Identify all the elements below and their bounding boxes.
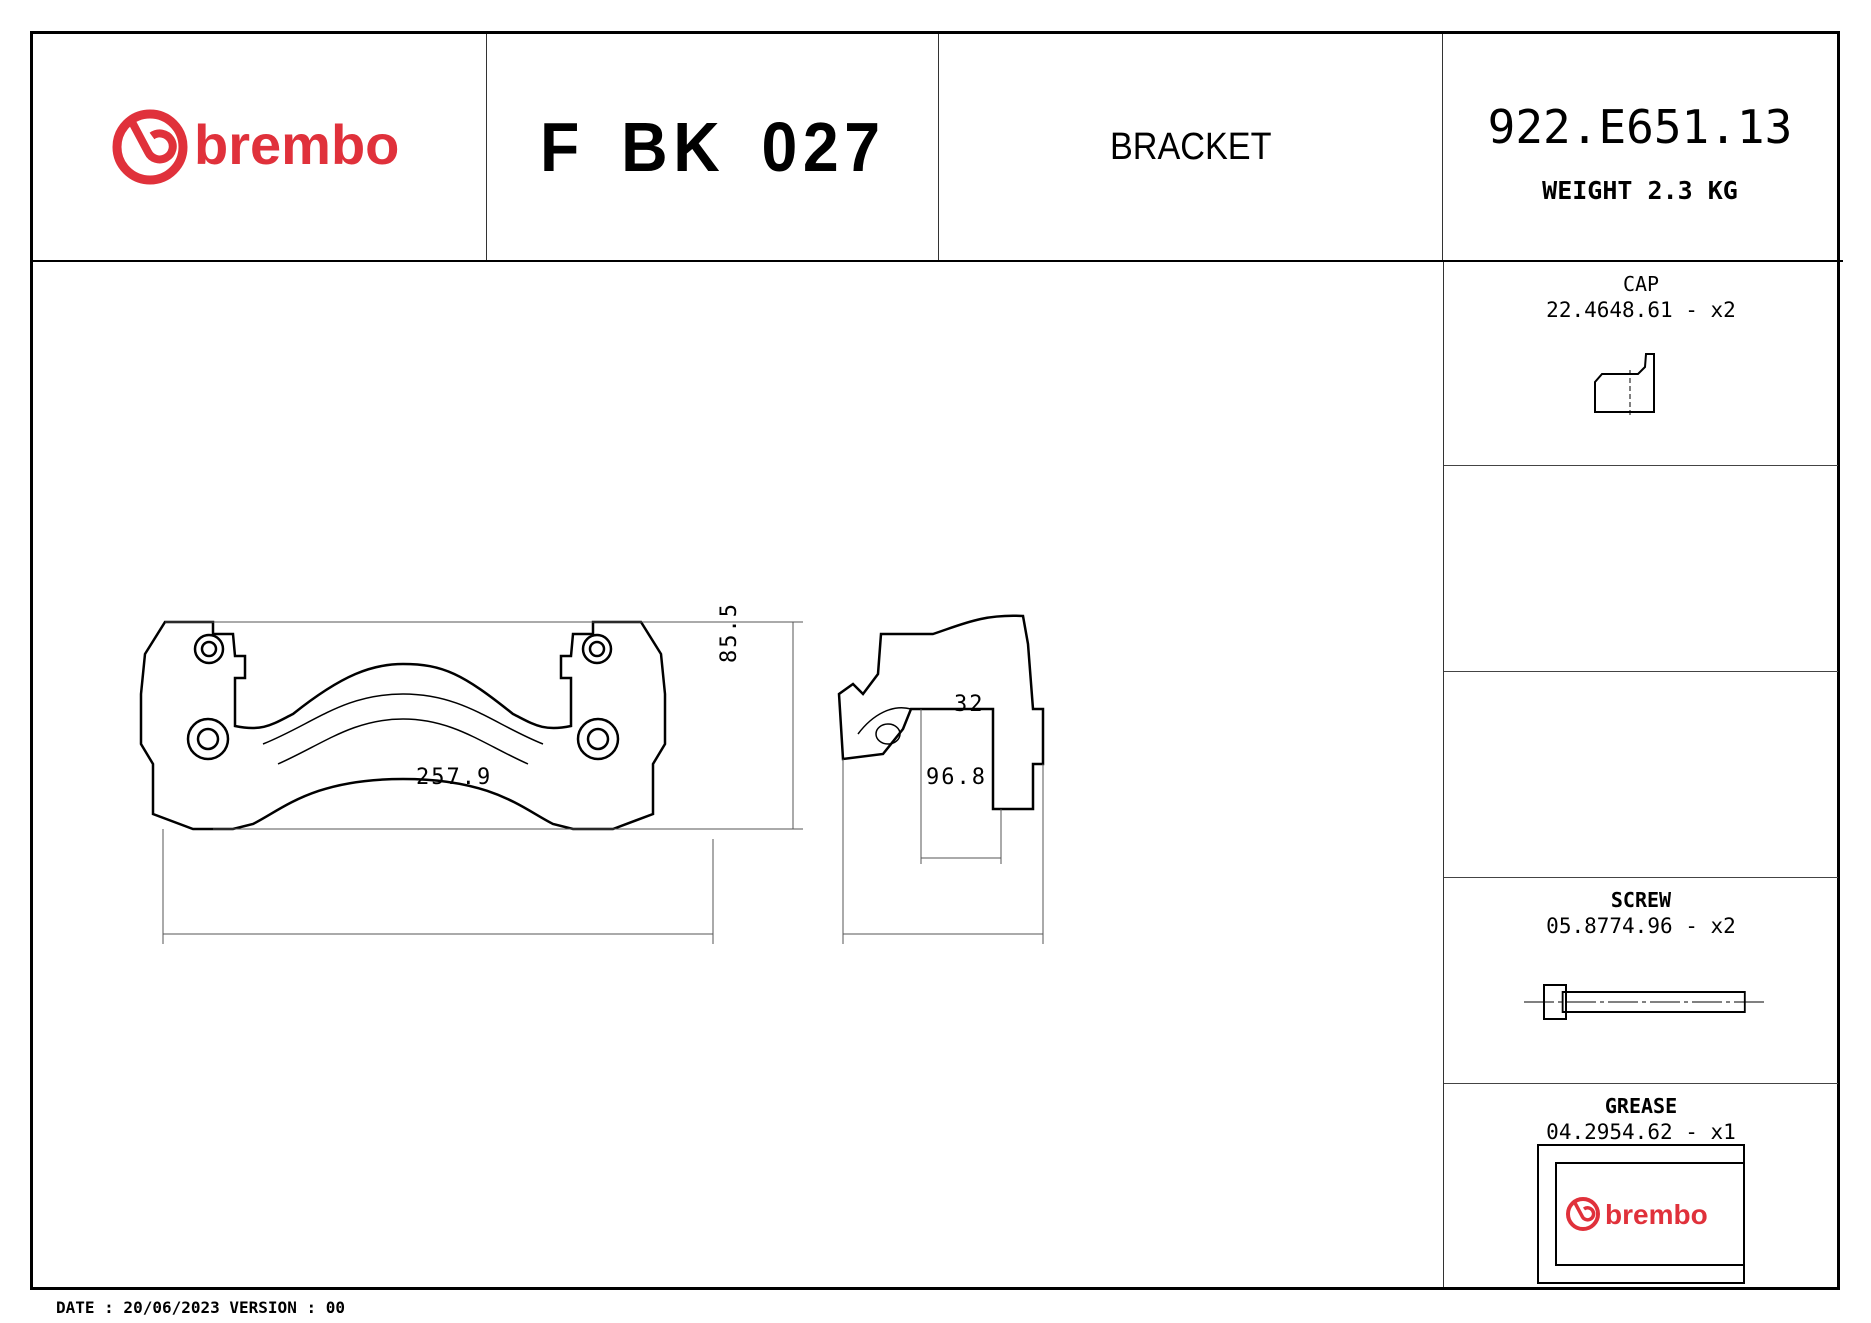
footer-date-version: DATE : 20/06/2023 VERSION : 00 (56, 1298, 345, 1317)
bracket-side-view (837, 614, 1045, 944)
part-screw: SCREW 05.8774.96 - x2 (1444, 878, 1838, 1084)
grease-package-icon: brembo (1537, 1144, 1745, 1284)
brand-name: brembo (194, 113, 399, 176)
parts-list: CAP 22.4648.61 - x2 SCREW 05.8774.96 - x… (1443, 262, 1838, 1287)
bracket-front-view (139, 620, 803, 944)
part-grease: GREASE 04.2954.62 - x1 brembo (1444, 1084, 1838, 1287)
product-description: BRACKET (1109, 125, 1272, 168)
grease-brembo-logo-icon: brembo (1566, 1197, 1708, 1231)
product-code: F BK 027 (539, 108, 886, 186)
side-slot-dimension: 32 (954, 692, 985, 717)
cap-icon (1594, 353, 1655, 418)
reference-number: 922.E651.13 (1487, 99, 1793, 154)
drawing-sheet: brembo F BK 027 BRACKET 922.E651.13 WEIG… (30, 31, 1843, 1290)
svg-text:brembo: brembo (1605, 1199, 1708, 1230)
description-cell: BRACKET (939, 34, 1443, 260)
product-code-cell: F BK 027 (487, 34, 939, 260)
weight-label: WEIGHT 2.3 KG (1542, 175, 1738, 205)
header-divider (33, 260, 1843, 262)
front-width-dimension: 257.9 (416, 765, 493, 790)
part-empty-1 (1444, 466, 1838, 672)
brembo-logo-icon: brembo (112, 109, 399, 185)
part-cap: CAP 22.4648.61 - x2 (1444, 262, 1838, 466)
reference-cell: 922.E651.13 WEIGHT 2.3 KG (1443, 34, 1837, 260)
side-depth-dimension: 96.8 (926, 765, 987, 790)
screw-icon (1524, 984, 1764, 1020)
front-height-dimension: 85.5 (716, 602, 742, 663)
part-empty-2 (1444, 672, 1838, 878)
brand-logo-cell: brembo (33, 34, 487, 260)
